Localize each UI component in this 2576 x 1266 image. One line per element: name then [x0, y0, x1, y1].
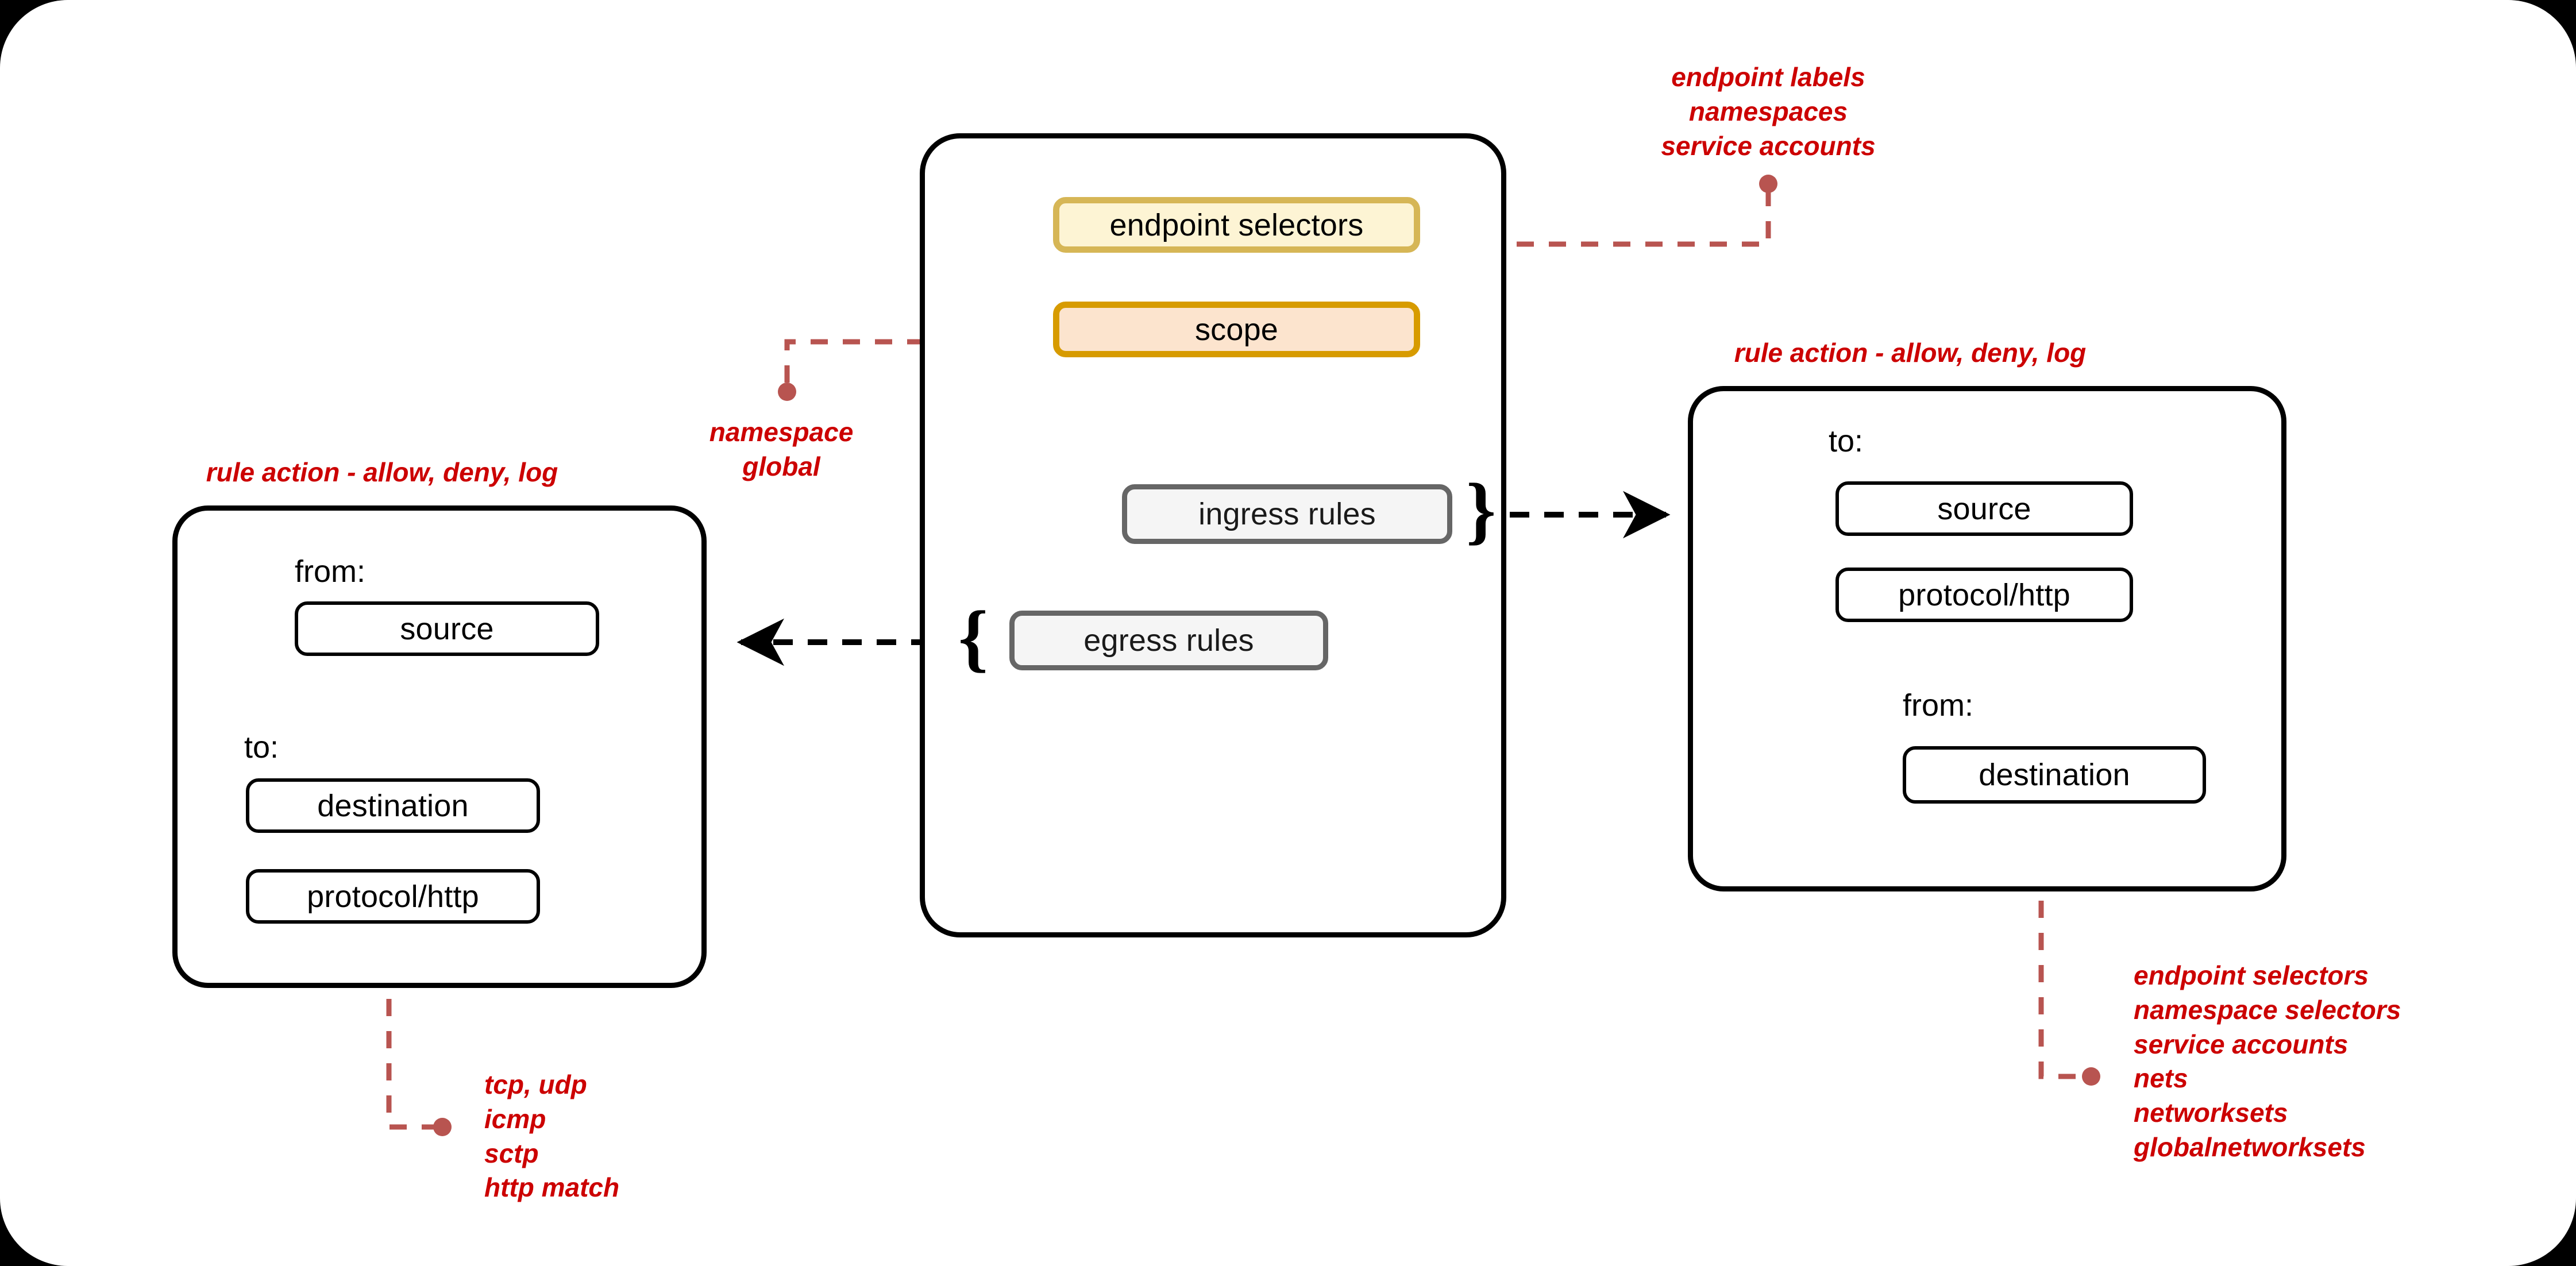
- right-source-box[interactable]: source: [1835, 481, 2133, 536]
- scope-annotation: namespace global: [709, 417, 854, 481]
- left-source-box[interactable]: source: [295, 601, 599, 656]
- right-destination-box[interactable]: destination: [1903, 746, 2206, 804]
- left-destination-box[interactable]: destination: [246, 778, 540, 833]
- endpoint-selectors-annotation: endpoint labels namespaces service accou…: [1661, 62, 1876, 161]
- connector-dot-endpoint-selectors: [1759, 175, 1777, 193]
- ingress-brace-icon: }: [1466, 468, 1497, 552]
- ingress-rules-box[interactable]: ingress rules: [1122, 484, 1452, 544]
- right-to-caption: to:: [1829, 424, 1864, 458]
- left-rule-action-annotation: rule action - allow, deny, log: [206, 457, 558, 487]
- right-rule-action-annotation: rule action - allow, deny, log: [1734, 338, 2087, 368]
- connector-dot-scope: [778, 383, 796, 401]
- left-to-caption: to:: [244, 730, 279, 765]
- ingress-rule-panel: [1688, 386, 2286, 891]
- endpoint-selectors-box[interactable]: endpoint selectors: [1053, 197, 1420, 253]
- scope-box[interactable]: scope: [1053, 302, 1420, 357]
- egress-brace-icon: {: [958, 595, 989, 680]
- connector-scope: [784, 339, 1053, 386]
- left-protocol-http-box[interactable]: protocol/http: [246, 869, 540, 924]
- left-from-caption: from:: [295, 554, 366, 589]
- connector-dot-protocol-http-left: [433, 1118, 452, 1136]
- right-protocol-http-box[interactable]: protocol/http: [1835, 568, 2133, 622]
- connector-dot-destination-right: [2082, 1067, 2100, 1086]
- destination-right-annotation: endpoint selectors namespace selectors s…: [2134, 960, 2401, 1162]
- connector-destination-right: [2038, 804, 2085, 1079]
- right-from-caption: from:: [1903, 688, 1974, 723]
- protocol-http-left-annotation: tcp, udp icmp sctp http match: [484, 1070, 620, 1203]
- egress-rules-box[interactable]: egress rules: [1009, 611, 1328, 670]
